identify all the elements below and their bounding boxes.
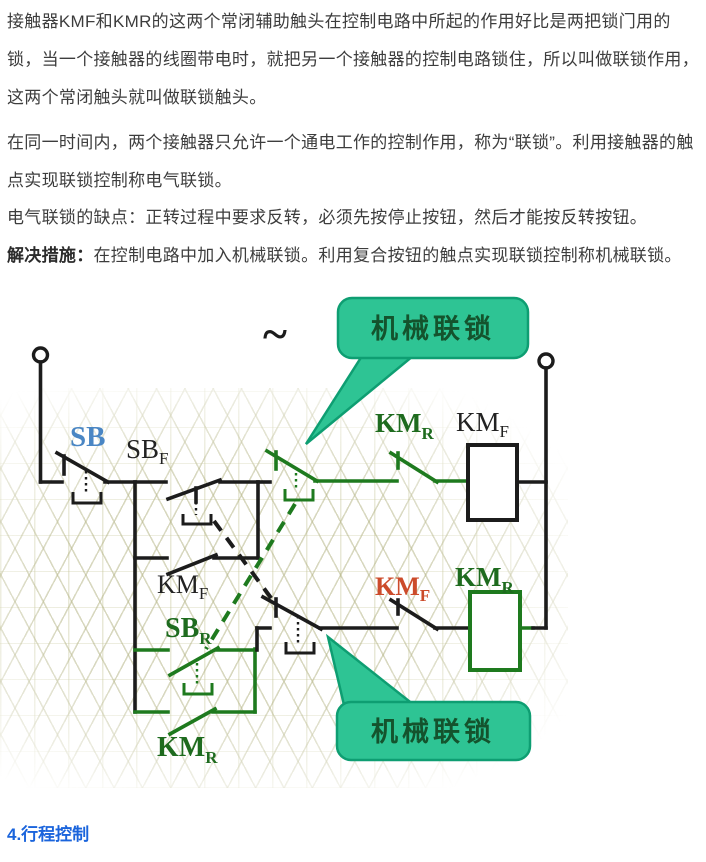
paragraph-1: 接触器KMF和KMR的这两个常闭辅助触头在控制电路中所起的作用好比是两把锁门用的… bbox=[7, 12, 699, 107]
label-sbr: SBR bbox=[165, 613, 212, 648]
solution-text: 在控制电路中加入机械联锁。利用复合按钮的触点实现联锁控制称机械联锁。 bbox=[93, 246, 682, 265]
section-heading: 4.行程控制 bbox=[7, 825, 90, 844]
callout-bottom: 机械联锁 bbox=[325, 633, 532, 762]
sbr-nc-contact bbox=[256, 448, 399, 502]
sb-stop-button bbox=[54, 450, 137, 505]
label-kmf-nc: KMF bbox=[375, 572, 430, 605]
interlock-circuit-diagram: ~ bbox=[31, 296, 555, 767]
paragraph-3: 电气联锁的缺点：正转过程中要求反转，必须先按停止按钮，然后才能按反转按钮。 bbox=[7, 208, 648, 227]
mech-link-sbr bbox=[204, 502, 297, 651]
callout-bottom-tail bbox=[325, 633, 418, 707]
callout-top: 机械联锁 bbox=[304, 296, 530, 445]
label-sb: SB bbox=[70, 421, 105, 453]
paragraph-4: 解决措施：在控制电路中加入机械联锁。利用复合按钮的触点实现联锁控制称机械联锁。 bbox=[7, 237, 701, 275]
callout-top-label: 机械联锁 bbox=[371, 313, 495, 344]
kmr-nc-contact bbox=[388, 450, 470, 485]
solution-label: 解决措施： bbox=[7, 246, 94, 265]
kmf-aux-contact bbox=[133, 552, 260, 577]
sbf-start-button bbox=[133, 477, 260, 526]
label-kmf-aux: KMF bbox=[157, 570, 208, 603]
sbr-start-button bbox=[133, 645, 257, 696]
label-kmr-coil: KMR bbox=[455, 562, 515, 597]
callout-bottom-label: 机械联锁 bbox=[371, 716, 495, 747]
label-sbf: SBF bbox=[126, 434, 169, 468]
paragraph-2: 在同一时间内，两个接触器只允许一个通电工作的控制作用，称为“联锁”。利用接触器的… bbox=[7, 133, 694, 190]
right-terminal bbox=[537, 352, 555, 630]
kmr-aux-contact bbox=[133, 706, 257, 737]
kmf-coil bbox=[466, 443, 519, 522]
mech-link-sbf bbox=[212, 519, 279, 608]
left-terminal bbox=[31, 346, 64, 484]
sbf-nc-contact bbox=[255, 594, 399, 655]
kmr-coil bbox=[468, 590, 522, 672]
label-kmr-aux: KMR bbox=[157, 732, 218, 767]
kmf-nc-contact bbox=[388, 597, 472, 632]
ac-supply-symbol: ~ bbox=[263, 308, 287, 359]
label-kmr-nc: KMR bbox=[375, 408, 435, 443]
label-kmf-coil: KMF bbox=[456, 407, 509, 441]
